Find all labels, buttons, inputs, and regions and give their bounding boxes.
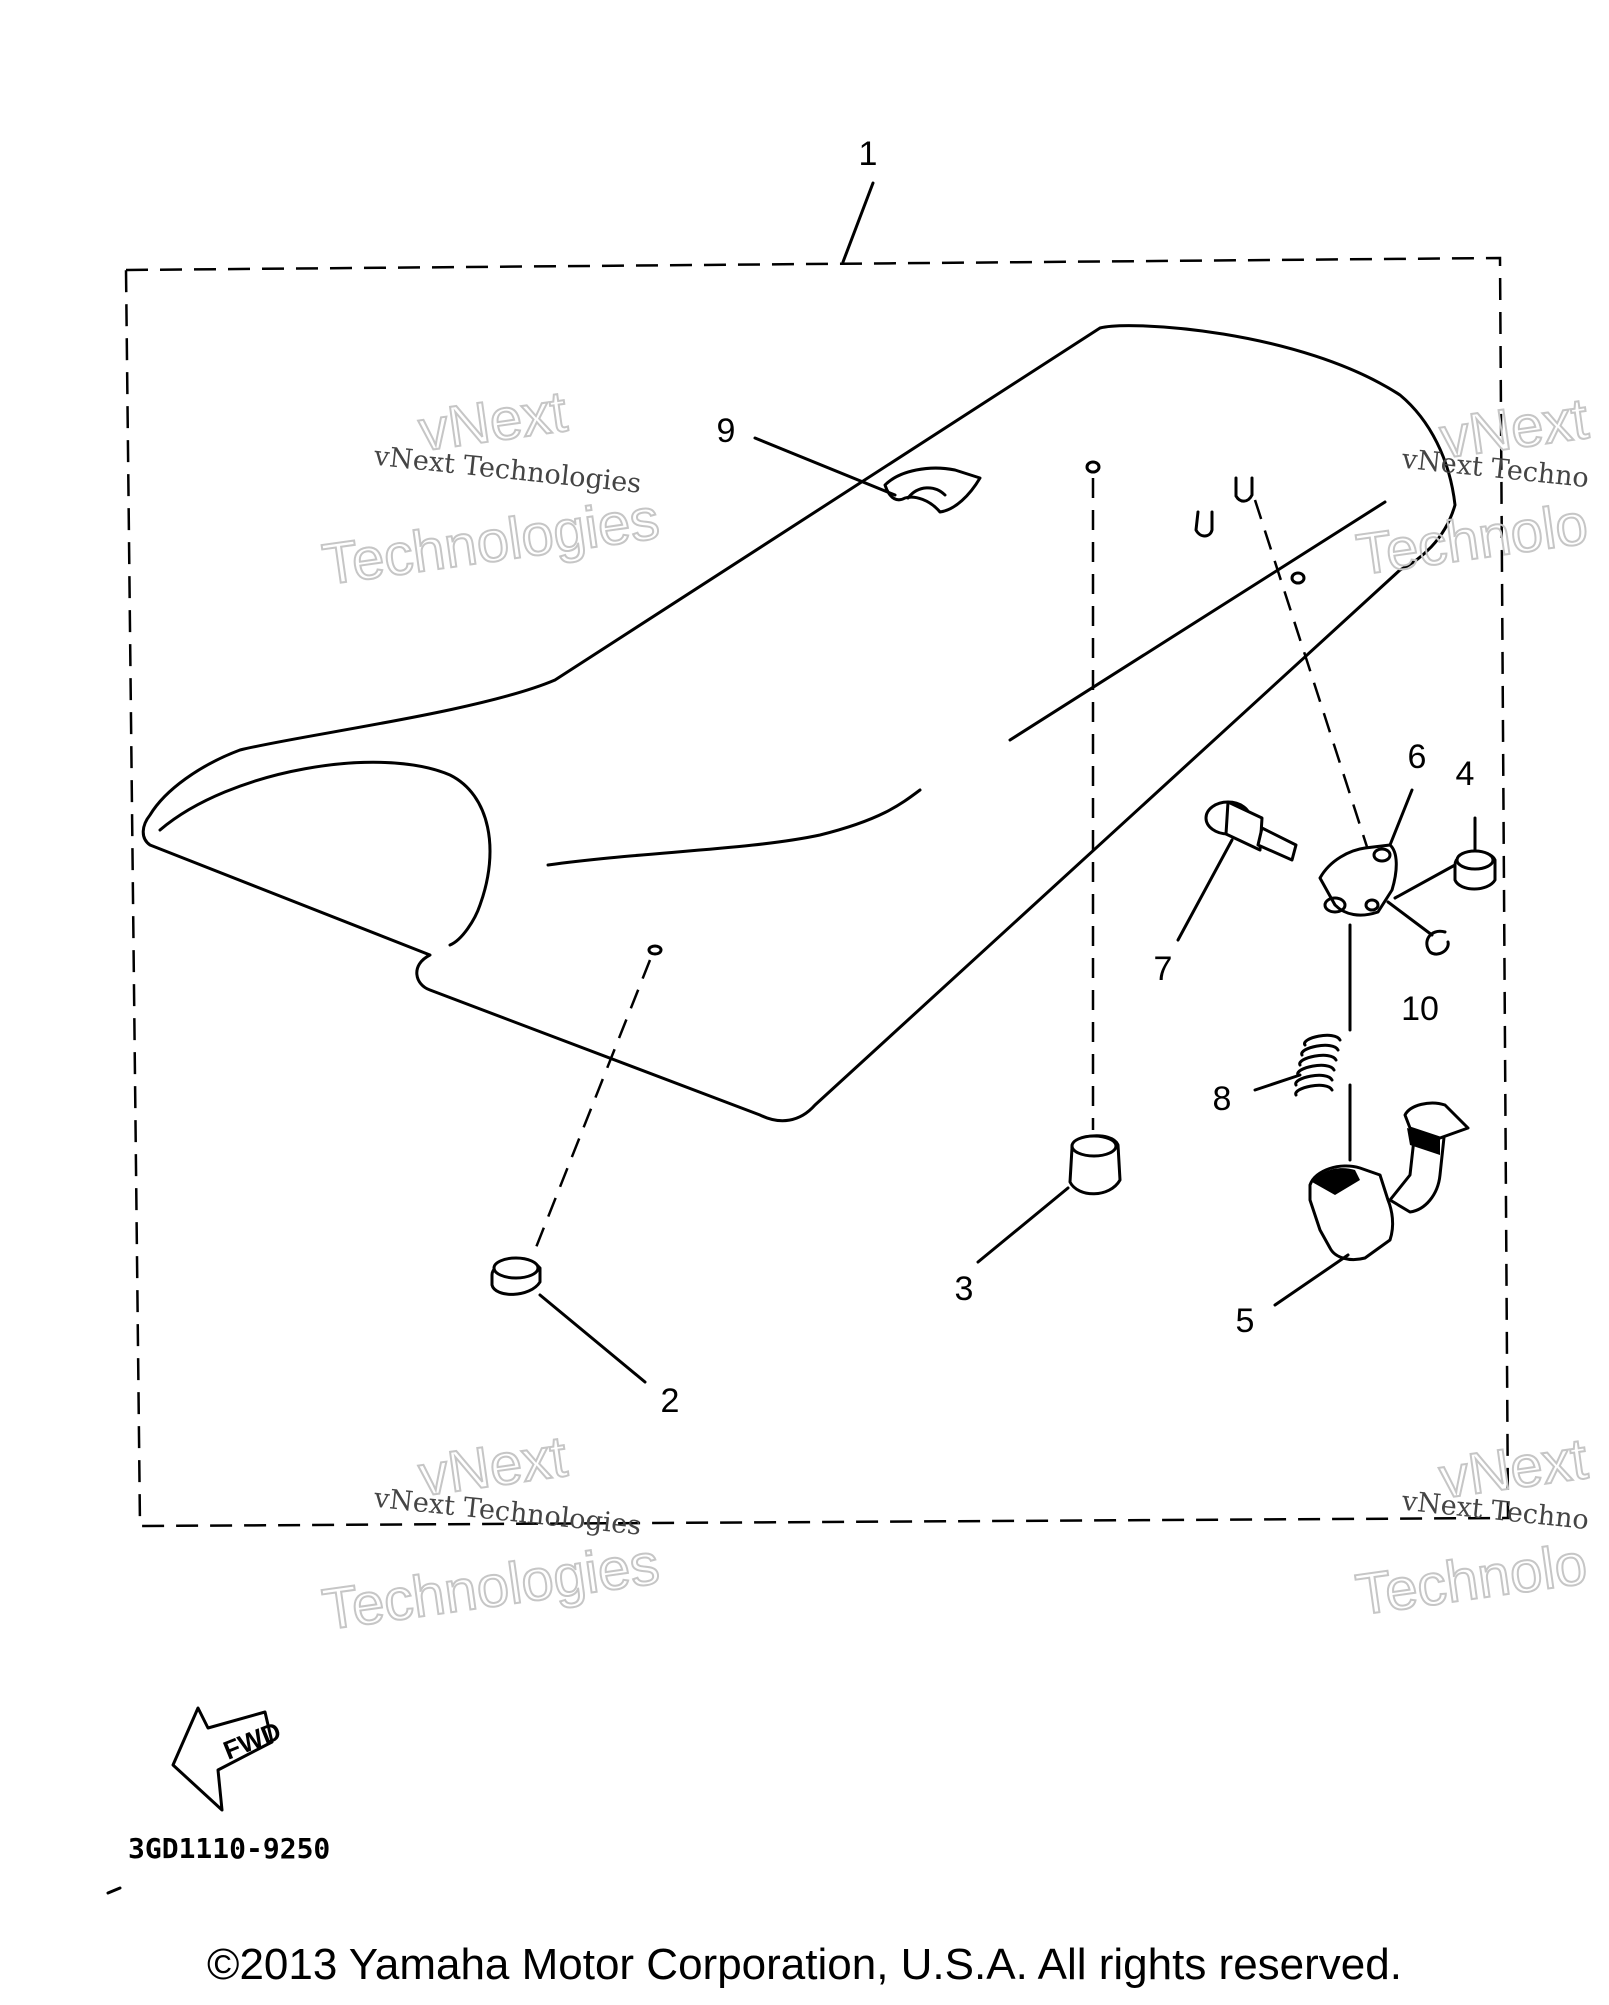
- fwd-arrow-icon: FWD: [171, 1706, 285, 1812]
- assembly-boundary: [124, 256, 1510, 1528]
- part-3-damper: [1068, 1134, 1122, 1196]
- callout-7: 7: [1154, 950, 1173, 988]
- callout-10: 10: [1401, 990, 1439, 1028]
- part-5-lever: [1308, 1101, 1470, 1262]
- part-2-damper: [490, 1256, 542, 1296]
- svg-text:Technologies: Technologies: [319, 1531, 663, 1642]
- copyright-notice: ©2013 Yamaha Motor Corporation, U.S.A. A…: [207, 1940, 1402, 1989]
- watermark-top-left: vNext Technologies vNext Technologies: [318, 378, 664, 599]
- callout-9: 9: [717, 412, 736, 450]
- callout-5: 5: [1236, 1302, 1255, 1340]
- part-7-bolt: [1204, 800, 1298, 862]
- assembly-line-2: [533, 959, 652, 1251]
- part-code: 3GD1110-9250: [128, 1832, 330, 1865]
- callout-4: 4: [1456, 755, 1475, 793]
- watermark-bottom-left: vNext Technologies vNext Technologies: [318, 1423, 664, 1644]
- callout-3: 3: [955, 1270, 974, 1308]
- callout-6: 6: [1408, 738, 1427, 776]
- svg-text:Technologies: Technologies: [319, 486, 663, 597]
- callout-8: 8: [1213, 1080, 1232, 1118]
- part-8-spring: [1294, 1033, 1342, 1097]
- watermark-bottom-right: vNext Technolo vNext Techno: [1351, 1425, 1592, 1629]
- callout-2: 2: [661, 1382, 680, 1420]
- assembly-line-6: [1253, 499, 1370, 851]
- callout-1: 1: [859, 135, 878, 173]
- seat-body: [141, 324, 1457, 1123]
- part-10-clip: [1425, 929, 1450, 956]
- watermark-top-right: vNext Technolo vNext Techno: [1352, 385, 1593, 589]
- leader-lines: [538, 181, 1477, 1384]
- part-6-bracket: [1318, 843, 1398, 917]
- svg-text:Technolo: Technolo: [1352, 1531, 1591, 1628]
- part-4-grommet: [1453, 849, 1497, 891]
- svg-text:Technolo: Technolo: [1353, 491, 1592, 588]
